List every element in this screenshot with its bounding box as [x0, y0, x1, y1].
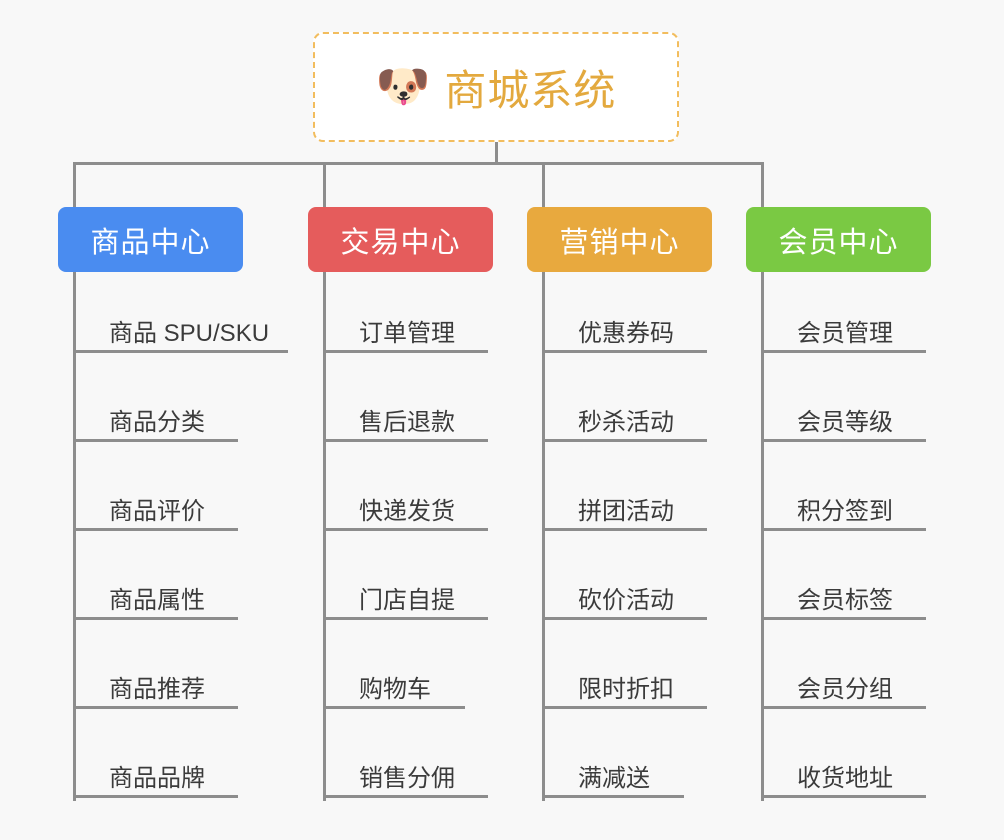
- leaf-item[interactable]: 秒杀活动: [542, 372, 707, 442]
- leaf-item-label: 商品品牌: [109, 764, 205, 792]
- leaf-item[interactable]: 购物车: [323, 639, 465, 709]
- leaf-item[interactable]: 订单管理: [323, 283, 488, 353]
- branch-header-label: 会员中心: [778, 226, 899, 259]
- leaf-item-label: 会员分组: [797, 675, 893, 703]
- leaf-item[interactable]: 售后退款: [323, 372, 488, 442]
- root-node[interactable]: 🐶 商城系统: [313, 32, 679, 142]
- leaf-item[interactable]: 商品 SPU/SKU: [73, 283, 288, 353]
- leaf-item[interactable]: 会员管理: [761, 283, 926, 353]
- leaf-item-label: 商品分类: [109, 408, 205, 436]
- leaf-item-label: 限时折扣: [578, 675, 674, 703]
- root-title: 商城系统: [444, 66, 617, 114]
- branch-spine-2: [323, 272, 326, 801]
- leaf-item-label: 收货地址: [797, 764, 893, 792]
- leaf-item[interactable]: 砍价活动: [542, 550, 707, 620]
- branch-header-4[interactable]: 会员中心: [746, 207, 931, 272]
- leaf-item-label: 会员管理: [797, 319, 893, 347]
- leaf-item[interactable]: 商品分类: [73, 372, 238, 442]
- branch-spine-3: [542, 272, 545, 801]
- leaf-item-label: 砍价活动: [578, 586, 674, 614]
- branch-spine-1: [73, 272, 76, 801]
- branch-header-2[interactable]: 交易中心: [308, 207, 493, 272]
- leaf-item[interactable]: 满减送: [542, 728, 684, 798]
- branch-drop-4: [761, 162, 764, 207]
- leaf-item-label: 会员等级: [797, 408, 893, 436]
- leaf-item-label: 商品评价: [109, 497, 205, 525]
- leaf-item[interactable]: 收货地址: [761, 728, 926, 798]
- leaf-item[interactable]: 会员等级: [761, 372, 926, 442]
- leaf-item[interactable]: 限时折扣: [542, 639, 707, 709]
- leaf-item-label: 积分签到: [797, 497, 893, 525]
- leaf-item[interactable]: 拼团活动: [542, 461, 707, 531]
- leaf-item-label: 秒杀活动: [578, 408, 674, 436]
- leaf-item-label: 商品属性: [109, 586, 205, 614]
- branch-drop-3: [542, 162, 545, 207]
- leaf-item[interactable]: 积分签到: [761, 461, 926, 531]
- branch-drop-2: [323, 162, 326, 207]
- leaf-item-label: 满减送: [578, 764, 650, 792]
- leaf-item-label: 门店自提: [359, 586, 455, 614]
- leaf-item-label: 购物车: [359, 675, 431, 703]
- leaf-item[interactable]: 商品评价: [73, 461, 238, 531]
- leaf-item[interactable]: 商品推荐: [73, 639, 238, 709]
- leaf-item[interactable]: 优惠券码: [542, 283, 707, 353]
- leaf-item[interactable]: 会员标签: [761, 550, 926, 620]
- leaf-item[interactable]: 会员分组: [761, 639, 926, 709]
- leaf-item-label: 会员标签: [797, 586, 893, 614]
- leaf-item-label: 商品推荐: [109, 675, 205, 703]
- leaf-item[interactable]: 商品品牌: [73, 728, 238, 798]
- leaf-item-label: 快递发货: [359, 497, 455, 525]
- leaf-item[interactable]: 快递发货: [323, 461, 488, 531]
- branch-header-label: 商品中心: [90, 226, 211, 259]
- branch-header-label: 营销中心: [559, 226, 680, 259]
- leaf-item-label: 优惠券码: [578, 319, 674, 347]
- root-stem: [494, 142, 498, 165]
- dog-face-icon: 🐶: [375, 62, 431, 111]
- leaf-item-label: 拼团活动: [578, 497, 674, 525]
- leaf-item[interactable]: 商品属性: [73, 550, 238, 620]
- branch-header-1[interactable]: 商品中心: [58, 207, 243, 272]
- leaf-item-label: 商品 SPU/SKU: [109, 319, 270, 347]
- leaf-item[interactable]: 门店自提: [323, 550, 488, 620]
- leaf-item-label: 售后退款: [359, 408, 455, 436]
- leaf-item-label: 销售分佣: [359, 764, 455, 792]
- branch-header-label: 交易中心: [340, 226, 461, 259]
- leaf-item[interactable]: 销售分佣: [323, 728, 488, 798]
- branch-spine-4: [761, 272, 764, 801]
- branch-drop-1: [73, 162, 76, 207]
- connector-bus: [73, 162, 764, 165]
- leaf-item-label: 订单管理: [359, 319, 455, 347]
- branch-header-3[interactable]: 营销中心: [527, 207, 712, 272]
